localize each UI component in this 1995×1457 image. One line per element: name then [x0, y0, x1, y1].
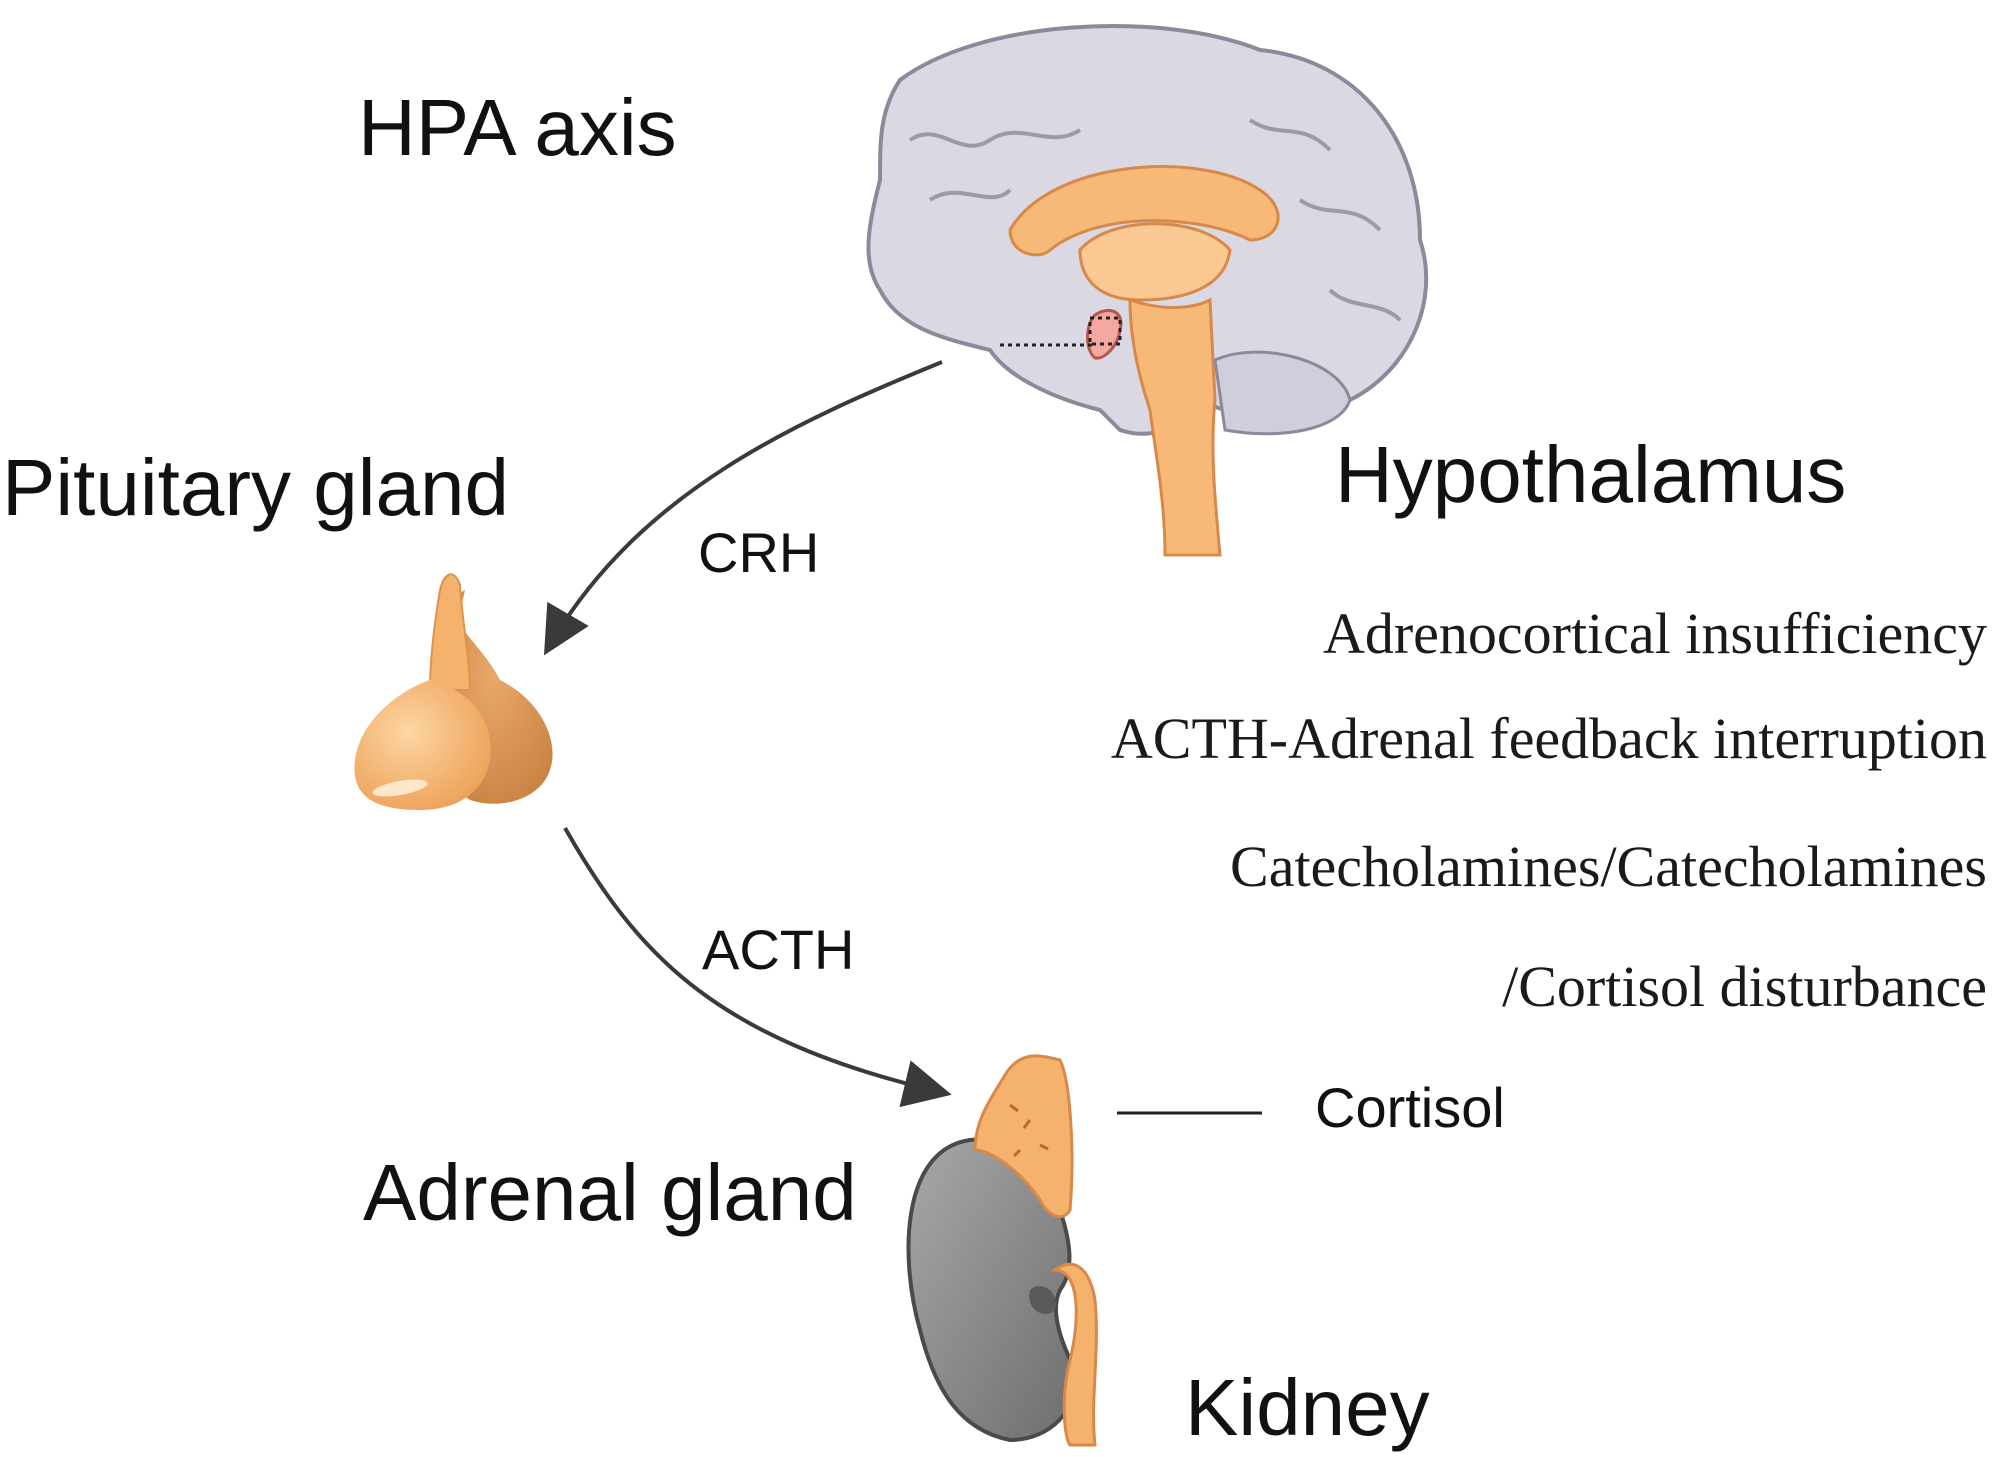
hypothalamus-region	[1086, 309, 1123, 360]
adrenal-gland-label: Adrenal gland	[363, 1148, 857, 1237]
kidney-label: Kidney	[1185, 1363, 1430, 1452]
crh-arrow	[543, 360, 943, 656]
diagram-title: HPA axis	[358, 83, 677, 172]
brainstem	[1128, 297, 1222, 557]
brain-illustration	[866, 24, 1429, 557]
renal-hilum	[1029, 1286, 1056, 1314]
condition-item: Adrenocortical insufficiency	[1322, 601, 1987, 666]
hypothalamus-label: Hypothalamus	[1335, 430, 1847, 519]
adrenal-illustration	[973, 1054, 1074, 1219]
cerebellum	[1213, 350, 1352, 436]
condition-item: /Cortisol disturbance	[1502, 954, 1987, 1019]
condition-item: ACTH-Adrenal feedback interruption	[1110, 706, 1987, 771]
adrenal-gland-shape	[973, 1054, 1074, 1219]
acth-arrow	[563, 827, 952, 1108]
corpus-callosum	[1008, 165, 1280, 257]
crh-label: CRH	[698, 521, 820, 584]
pituitary-stalk	[428, 573, 472, 691]
pituitary-illustration	[354, 573, 553, 810]
pituitary-gland-label: Pituitary gland	[2, 443, 509, 532]
acth-label: ACTH	[702, 918, 855, 981]
condition-item: Catecholamines/Catecholamines	[1230, 834, 1987, 899]
ureter	[1050, 1262, 1098, 1447]
thalamus	[1078, 222, 1232, 302]
kidney-illustration	[906, 1137, 1098, 1447]
pituitary-anterior-lobe	[354, 680, 491, 810]
cortisol-label: Cortisol	[1315, 1076, 1505, 1139]
